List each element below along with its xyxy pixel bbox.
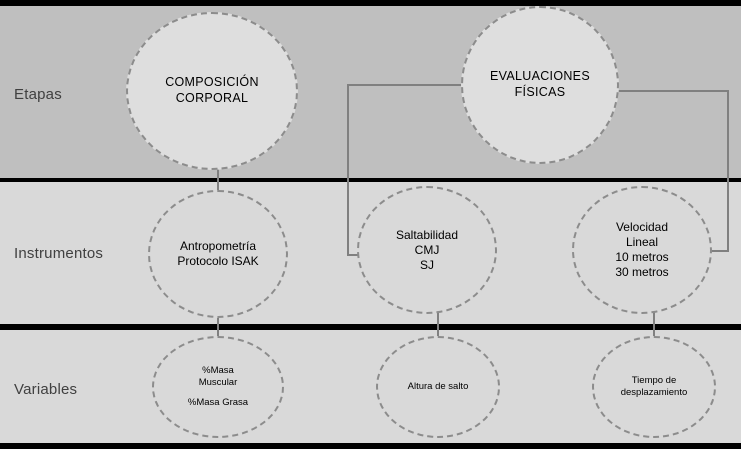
node-masa-line1: %Masa: [202, 364, 234, 376]
node-antropometria[interactable]: Antropometría Protocolo ISAK: [148, 190, 288, 318]
node-antropometria-line1: Antropometría: [179, 239, 257, 253]
node-composicion-line1: COMPOSICIÓN: [165, 75, 259, 90]
node-velocidad-line2: Lineal: [625, 235, 658, 249]
row-label-variables: Variables: [14, 381, 78, 398]
node-masa[interactable]: %Masa Muscular %Masa Grasa: [152, 336, 284, 438]
node-velocidad-lineal[interactable]: Velocidad Lineal 10 metros 30 metros: [572, 186, 712, 314]
connector-evaluaciones-velocidad-vertical: [727, 90, 729, 252]
node-velocidad-line1: Velocidad: [615, 220, 669, 234]
connector-velocidad-tiempo: [653, 312, 655, 340]
node-composicion-corporal[interactable]: COMPOSICIÓN CORPORAL: [126, 12, 298, 170]
connector-evaluaciones-velocidad-horizontal-top: [616, 90, 729, 92]
row-label-etapas: Etapas: [14, 86, 62, 103]
node-composicion-line2: CORPORAL: [175, 91, 249, 105]
node-altura-de-salto[interactable]: Altura de salto: [376, 336, 500, 438]
node-altura-line1: Altura de salto: [407, 381, 469, 393]
connector-saltabilidad-altura: [437, 312, 439, 340]
connector-antropometria-masa: [217, 316, 219, 340]
node-antropometria-line2: Protocolo ISAK: [177, 254, 259, 268]
row-label-instrumentos: Instrumentos: [14, 245, 104, 262]
node-evaluaciones-line2: FÍSICAS: [514, 85, 566, 99]
node-velocidad-line4: 30 metros: [615, 265, 669, 279]
node-saltabilidad-line3: SJ: [419, 257, 434, 272]
node-tiempo-line2: desplazamiento: [620, 387, 688, 398]
band-etapas: [0, 6, 741, 178]
connector-evaluaciones-saltabilidad-vertical: [347, 84, 349, 256]
node-saltabilidad-line1: Saltabilidad: [395, 227, 459, 242]
node-evaluaciones-fisicas[interactable]: EVALUACIONES FÍSICAS: [461, 6, 619, 164]
node-evaluaciones-line1: EVALUACIONES: [490, 69, 590, 84]
node-tiempo-line1: Tiempo de: [631, 375, 677, 387]
node-saltabilidad[interactable]: Saltabilidad CMJ SJ: [357, 186, 497, 314]
connector-composicion-antropometria: [217, 168, 219, 194]
node-tiempo-desplazamiento[interactable]: Tiempo de desplazamiento: [592, 336, 716, 438]
connector-evaluaciones-saltabilidad-horizontal-top: [347, 84, 467, 86]
node-masa-line2: Muscular: [198, 376, 238, 388]
node-masa-line3: %Masa Grasa: [187, 397, 249, 409]
node-velocidad-line3: 10 metros: [615, 250, 669, 264]
node-saltabilidad-line2: CMJ: [414, 242, 440, 257]
